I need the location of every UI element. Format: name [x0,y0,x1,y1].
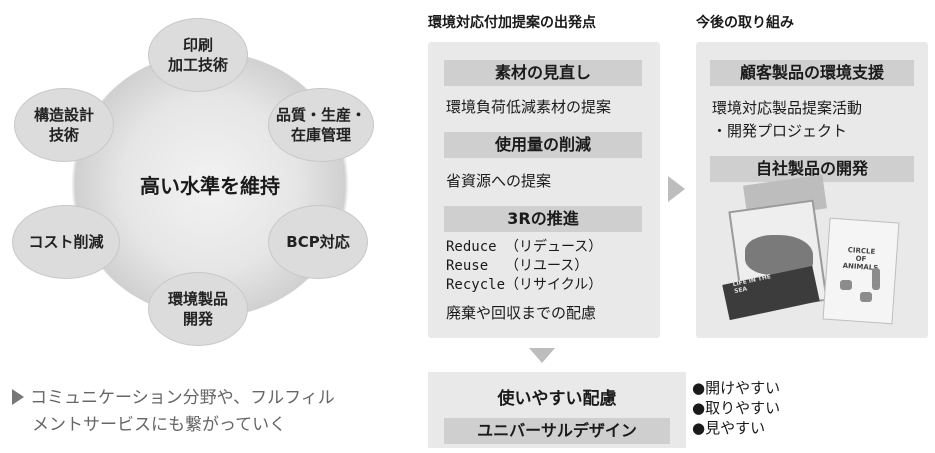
bullet-item: ●見やすい [692,419,766,437]
arrow-down-icon [529,348,555,363]
section-body-reduction: 省資源への提案 [446,172,552,190]
future-header-own-products: 自社製品の開発 [710,156,914,182]
footnote-line-1: コミュニケーション分野や、フルフィル [30,388,335,408]
future-header-customer: 顧客製品の環境支援 [710,60,914,86]
bubble-structure: 構造設計 技術 [14,88,114,162]
bubble-printing: 印刷 加工技術 [148,18,248,92]
section-header-materials: 素材の見直し [444,60,642,86]
future-body-line-1: 環境対応製品提案活動 [712,99,863,117]
triangle-bullet-icon [12,389,24,405]
3r-extra: 廃棄や回収までの配慮 [446,304,597,322]
center-label: 高い水準を維持 [140,174,280,198]
bullet-item: ●開けやすい [692,379,781,397]
proposal-title: 環境対応付加提案の出発点 [428,15,596,31]
bubble-quality: 品質・生産・ 在庫管理 [268,88,374,162]
bubble-cost: コスト削減 [12,205,120,279]
section-header-3r: 3Rの推進 [444,206,642,232]
usability-subtitle: ユニバーサルデザイン [444,418,670,444]
future-body-line-2: ・開発プロジェクト [712,122,848,140]
section-header-reduction: 使用量の削減 [444,132,642,158]
footnote: コミュニケーション分野や、フルフィル メントサービスにも繋がっていく [12,385,335,439]
bubble-eco-products: 環境製品 開発 [148,272,248,346]
3r-recycle: Recycle（リサイクル） [446,277,603,293]
usability-title: 使いやすい配慮 [497,389,617,409]
proposal-panel [428,42,660,338]
arrow-right-icon [668,176,685,202]
3r-reuse: Reuse （リユース） [446,258,589,274]
future-title: 今後の取り組み [696,15,794,31]
bullet-item: ●取りやすい [692,399,781,417]
3r-reduce: Reduce （リデュース） [446,239,603,255]
section-body-materials: 環境負荷低減素材の提案 [446,98,612,116]
footnote-line-2: メントサービスにも繋がっていく [32,415,287,435]
usability-bullets: ●開けやすい ●取りやすい ●見やすい [692,378,780,438]
bubble-bcp: BCP対応 [268,205,368,279]
